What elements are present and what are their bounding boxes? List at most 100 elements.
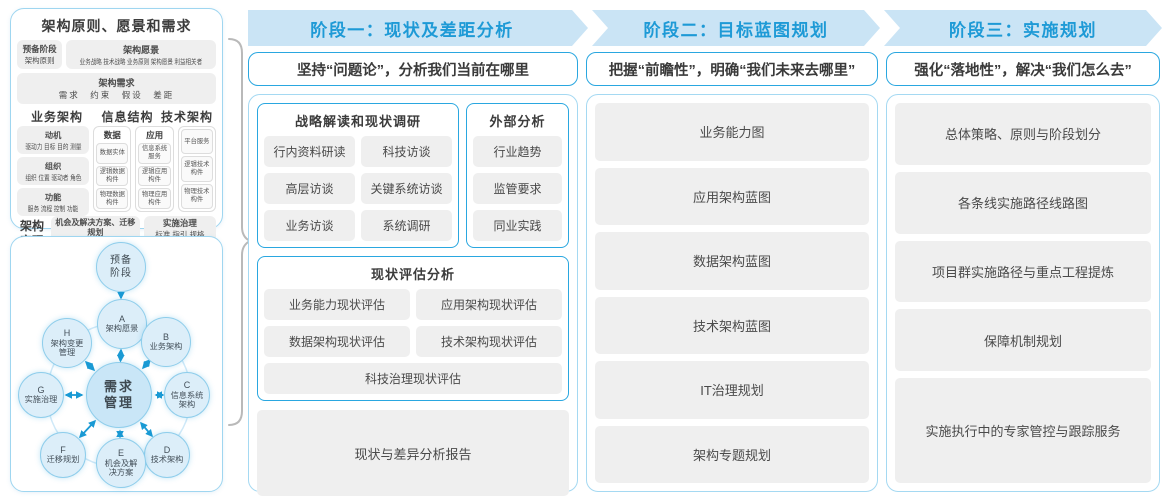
biz-box-items: 服务 流程 控制 功能 xyxy=(27,206,79,213)
phase1-subtitle-label: 坚持“问题论”，分析我们当前在哪里 xyxy=(297,62,529,79)
adm-node-label: 信息系统架构 xyxy=(170,390,204,410)
adm-node-d: D 技术架构 xyxy=(144,432,190,478)
requirement-box: 架构需求 需求 约束 假设 差距 xyxy=(17,73,216,104)
assessment-box: 现状评估分析 业务能力现状评估 应用架构现状评估 数据架构现状评估 技术架构现状… xyxy=(257,256,569,401)
adm-node-label: 机会及解决方案 xyxy=(104,458,138,478)
data-item: 物理数据构件 xyxy=(96,188,129,210)
adm-node-f: F 迁移规划 xyxy=(40,432,86,478)
biz-box-motivation: 动机 驱动力 目标 目的 测量 xyxy=(17,126,90,154)
adm-node-label: 技术架构 xyxy=(150,455,184,465)
phase1-subtitle: 坚持“问题论”，分析我们当前在哪里 xyxy=(248,52,578,86)
vision-box: 架构愿景 业务战略 技术战略 业务原则 架构愿景 利益相关者 xyxy=(66,40,216,69)
phase2-item: IT治理规划 xyxy=(595,361,869,419)
phase3-header: 阶段三：实施规划 xyxy=(884,10,1162,46)
gap-report-box: 现状与差异分析报告 xyxy=(257,410,569,496)
adm-node-label: 架构变更管理 xyxy=(50,338,84,358)
governance-title: 实施治理 xyxy=(162,218,197,228)
external-item: 行业趋势 xyxy=(473,136,562,167)
research-box: 战略解读和现状调研 行内资料研读 科技访谈 高层访谈 关键系统访谈 业务访谈 系… xyxy=(257,103,459,248)
section-tech: 技术架构 xyxy=(160,110,213,124)
assessment-item: 技术架构现状评估 xyxy=(416,326,562,357)
assessment-item: 数据架构现状评估 xyxy=(264,326,410,357)
research-item: 系统调研 xyxy=(361,210,452,241)
adm-node-label: 业务架构 xyxy=(149,342,183,352)
tech-column: 平台服务 逻辑技术构件 物理技术构件 xyxy=(177,126,216,212)
external-item: 监管要求 xyxy=(473,173,562,204)
adm-node-letter: G xyxy=(37,385,45,396)
external-analysis-box: 外部分析 行业趋势 监管要求 同业实践 xyxy=(466,103,569,248)
data-column: 数据 数据实体 逻辑数据构件 物理数据构件 xyxy=(93,126,132,212)
adm-node-label: 实施治理 xyxy=(24,395,58,405)
app-item: 物理应用构件 xyxy=(138,188,171,210)
biz-box-title: 动机 xyxy=(44,131,62,140)
biz-box-items: 驱动力 目标 目的 测量 xyxy=(25,144,82,151)
adm-node-h: H 架构变更管理 xyxy=(42,318,92,368)
research-item: 高层访谈 xyxy=(264,173,355,204)
research-item: 关键系统访谈 xyxy=(361,173,452,204)
assessment-item: 科技治理现状评估 xyxy=(264,363,562,394)
biz-box-function: 功能 服务 流程 控制 功能 xyxy=(17,188,90,216)
data-item: 逻辑数据构件 xyxy=(96,165,129,187)
tech-item: 物理技术构件 xyxy=(180,183,213,209)
biz-box-organization: 组织 组织 位置 驱动者 角色 xyxy=(17,157,90,185)
research-item: 行内资料研读 xyxy=(264,136,355,167)
research-item: 业务访谈 xyxy=(264,210,355,241)
adm-node-letter: B xyxy=(162,332,169,343)
tech-item: 平台服务 xyxy=(180,129,213,155)
data-item: 数据实体 xyxy=(96,143,129,164)
principles-panel-title: 架构原则、愿景和需求 xyxy=(41,18,192,34)
phase3-item: 实施执行中的专家管控与跟踪服务 xyxy=(895,378,1151,483)
adm-node-letter: E xyxy=(117,448,124,459)
adm-node-label: 迁移规划 xyxy=(46,455,80,465)
phase3-item: 项目群实施路径与重点工程提炼 xyxy=(895,240,1151,303)
external-item: 同业实践 xyxy=(473,210,562,241)
adm-node-a: A 架构愿景 xyxy=(97,299,147,349)
phase1-header: 阶段一：现状及差距分析 xyxy=(248,10,588,46)
phase2-subtitle-label: 把握“前瞻性”，明确“我们未来去哪里” xyxy=(608,62,856,79)
adm-node-letter: F xyxy=(60,445,66,456)
prep-stage-title: 预备阶段 xyxy=(22,44,57,54)
phase1-column: 战略解读和现状调研 行内资料研读 科技访谈 高层访谈 关键系统访谈 业务访谈 系… xyxy=(248,94,578,496)
biz-box-title: 组织 xyxy=(44,162,62,171)
app-item: 逻辑应用构件 xyxy=(138,165,171,187)
adm-prelim-circle: 预备阶段 xyxy=(96,242,146,292)
adm-node-g: G 实施治理 xyxy=(18,372,64,418)
app-item: 信息系统服务 xyxy=(138,143,171,164)
data-column-title: 数据 xyxy=(103,130,121,140)
adm-cycle-panel: 预备阶段 需求管理 A 架构愿景 B 业务架构 C 信息系统架构 D 技术架构 … xyxy=(10,236,223,492)
assessment-item: 应用架构现状评估 xyxy=(416,289,562,320)
biz-column: 动机 驱动力 目标 目的 测量 组织 组织 位置 驱动者 角色 功能 服务 流程… xyxy=(17,126,90,216)
phase2-column: 业务能力图 应用架构蓝图 数据架构蓝图 技术架构蓝图 IT治理规划 架构专题规划 xyxy=(586,94,878,492)
adm-center-circle: 需求管理 xyxy=(86,362,152,428)
phase3-item: 总体策略、原则与阶段划分 xyxy=(895,103,1151,165)
prep-stage-sub: 架构原则 xyxy=(24,56,55,65)
phase2-item: 数据架构蓝图 xyxy=(595,232,869,290)
vision-items: 业务战略 技术战略 业务原则 架构愿景 利益相关者 xyxy=(79,59,203,66)
phase2-subtitle: 把握“前瞻性”，明确“我们未来去哪里” xyxy=(586,52,878,86)
research-title: 战略解读和现状调研 xyxy=(294,114,421,129)
phase3-subtitle: 强化“落地性”，解决“我们怎么去” xyxy=(886,52,1160,86)
phase2-item: 技术架构蓝图 xyxy=(595,296,869,354)
adm-center-label: 需求管理 xyxy=(103,378,134,410)
principles-panel: 架构原则、愿景和需求 预备阶段 架构原则 架构愿景 业务战略 技术战略 业务原则… xyxy=(10,8,223,251)
adm-prelim-label: 预备阶段 xyxy=(110,255,132,279)
external-analysis-title: 外部分析 xyxy=(489,114,546,129)
prep-stage-box: 预备阶段 架构原则 xyxy=(17,40,63,69)
section-info: 信息结构 xyxy=(101,110,154,124)
phase2-header-label: 阶段二：目标蓝图规划 xyxy=(643,20,829,40)
requirement-items: 需求 约束 假设 差距 xyxy=(58,90,175,100)
research-item: 科技访谈 xyxy=(361,136,452,167)
biz-box-items: 组织 位置 驱动者 角色 xyxy=(25,175,82,182)
section-biz: 业务架构 xyxy=(30,110,83,124)
section-headers: 业务架构 信息结构 技术架构 xyxy=(17,108,216,125)
prep-vision-row: 预备阶段 架构原则 架构愿景 业务战略 技术战略 业务原则 架构愿景 利益相关者 xyxy=(17,40,216,69)
adm-node-c: C 信息系统架构 xyxy=(164,372,210,418)
adm-node-b: B 业务架构 xyxy=(141,317,191,367)
phase2-header: 阶段二：目标蓝图规划 xyxy=(592,10,880,46)
adm-node-letter: H xyxy=(63,328,71,339)
phase2-item: 业务能力图 xyxy=(595,103,869,161)
tech-item: 逻辑技术构件 xyxy=(180,156,213,182)
phase2-item: 架构专题规划 xyxy=(595,425,869,483)
adm-node-letter: D xyxy=(163,445,171,456)
adm-node-label: 架构愿景 xyxy=(105,324,139,334)
